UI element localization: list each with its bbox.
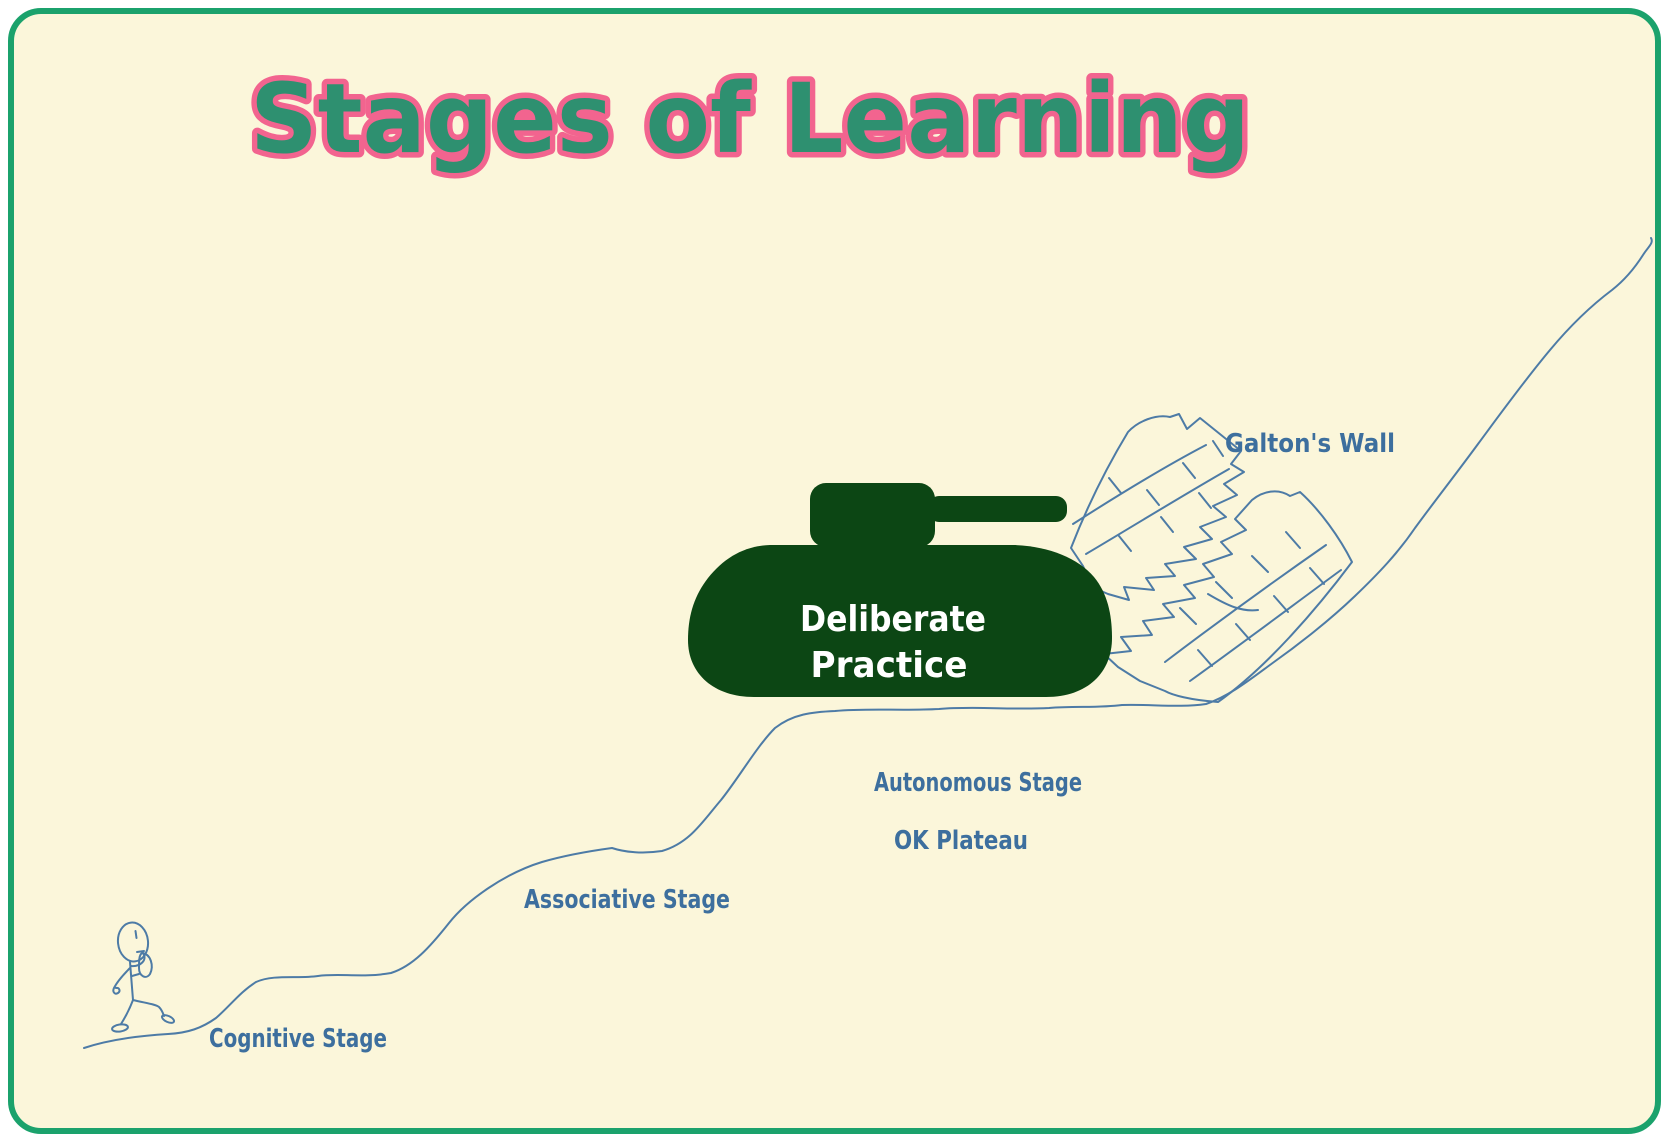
label-ok-plateau: OK Plateau [894,826,1028,856]
figure-eye [134,930,138,939]
broken-brick-wall-icon [1070,413,1353,703]
figure-rear-foot [111,1023,129,1033]
label-galtons-wall: Galton's Wall [1225,429,1395,459]
tank-icon: Deliberate Practice [688,483,1112,697]
tank-label-line1: Deliberate [800,599,986,640]
label-cognitive-stage: Cognitive Stage [209,1024,387,1054]
figure-front-leg [132,999,165,1017]
figure-mouth [136,950,145,953]
figure-front-foot [160,1014,176,1024]
tank-label-line2: Practice [811,645,968,686]
tank-barrel [928,496,1067,522]
wall-lower-bricks [1164,531,1342,682]
figure-head [116,921,150,963]
stage-labels: Cognitive Stage Associative Stage Autono… [209,429,1395,1054]
figure-rear-arm [112,967,131,995]
tank-hull [688,545,1112,697]
learner-stick-figure [111,921,176,1033]
learning-curve [83,237,1653,1049]
wall-lower-fragment [1103,490,1353,703]
label-autonomous-stage: Autonomous Stage [874,768,1082,798]
figure-rear-leg [120,999,134,1025]
tank-shapes [688,483,1112,697]
page-title: Stages of Learning [250,63,1250,175]
tank-turret [810,483,935,547]
wall-upper-fragment [1070,413,1245,601]
figure-thinking-arm [130,952,146,968]
label-associative-stage: Associative Stage [524,885,730,915]
figure-body [129,961,134,1001]
wall-upper-bricks [1072,440,1230,555]
figure-hand [131,952,153,978]
